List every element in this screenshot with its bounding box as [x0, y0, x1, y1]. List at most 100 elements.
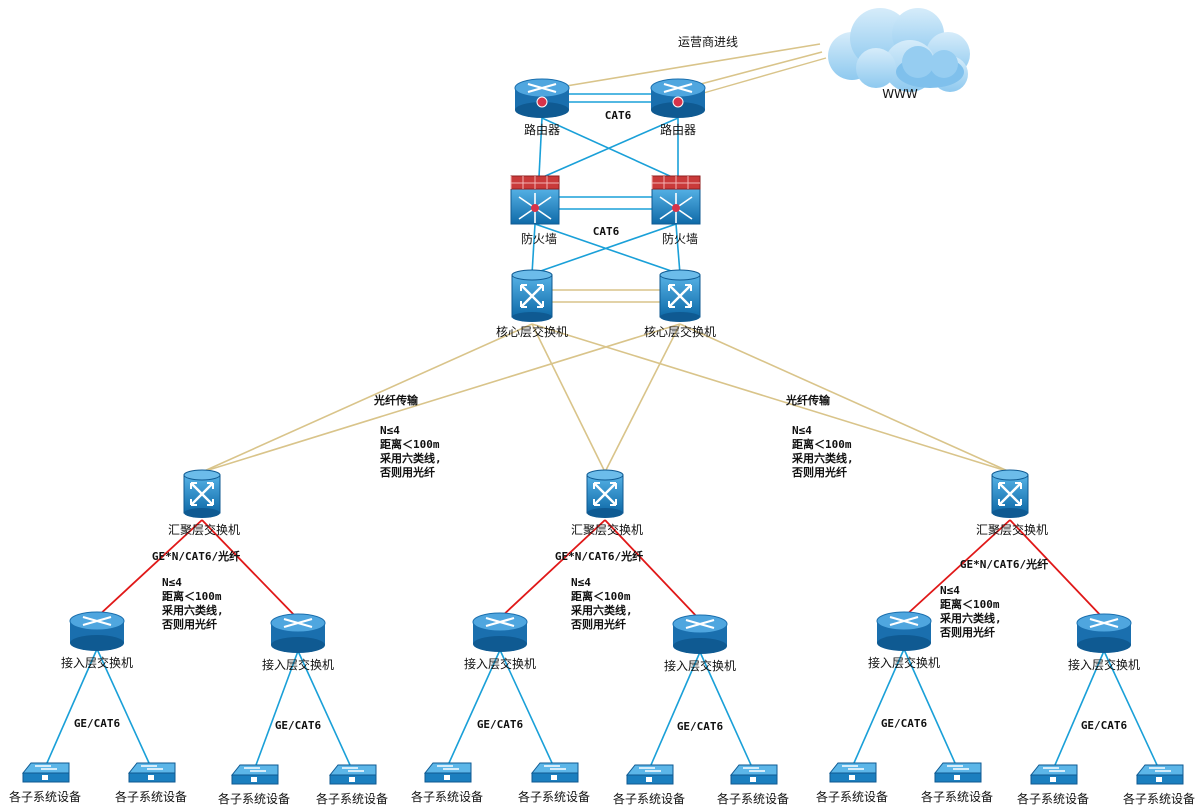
firewall-icon-2: [651, 175, 701, 225]
aggregation-note-3-2: 距离＜100m: [940, 597, 1000, 611]
fiber-note-line-2-1: N≤4: [792, 424, 812, 437]
firewall-label-1: 防火墙: [521, 231, 557, 246]
device-label-12: 各子系统设备: [1123, 791, 1195, 806]
access-switch-icon-5: [876, 611, 932, 651]
core-label-2: 核心层交换机: [644, 324, 716, 339]
aggregation-note-3-1: N≤4: [940, 584, 960, 597]
access-label-1: 接入层交换机: [61, 655, 133, 670]
subsystem-device-icon-3: [230, 764, 279, 785]
access5-device2: [903, 648, 956, 764]
subsystem-device-icon-8: [729, 764, 778, 785]
isp-label: 运营商进线: [678, 34, 738, 49]
subsystem-device-icon-4: [328, 764, 377, 785]
access-label-6: 接入层交换机: [1068, 657, 1140, 672]
access-label-5: 接入层交换机: [868, 655, 940, 670]
aggregation-note-2-1: N≤4: [571, 576, 591, 589]
agg2-access2: [604, 519, 701, 621]
access-link-label-5: GE/CAT6: [881, 717, 928, 730]
fiber-note-line-2-4: 否则用光纤: [791, 465, 847, 479]
core-switch-icon-1: [511, 269, 553, 322]
core2-agg3: [679, 323, 1011, 473]
aggregation-uplink-label-3: GE*N/CAT6/光纤: [960, 557, 1048, 571]
cloud-label: WWW: [882, 87, 918, 101]
core-switch-icon-2: [659, 269, 701, 322]
access2-device2: [297, 650, 351, 766]
aggregation-note-2-3: 采用六类线,: [570, 603, 633, 617]
access6-device2: [1103, 650, 1158, 766]
aggregation-label-2: 汇聚层交换机: [571, 522, 643, 537]
access1-device1: [46, 648, 98, 764]
access1-device2: [96, 648, 150, 764]
access-link-label-4: GE/CAT6: [677, 720, 724, 733]
agg3-access1: [903, 519, 1011, 618]
access5-device1: [853, 648, 905, 764]
device-label-3: 各子系统设备: [218, 791, 290, 806]
device-label-1: 各子系统设备: [9, 789, 81, 804]
router-label-1: 路由器: [524, 122, 560, 137]
fiber-note-line-1-4: 否则用光纤: [379, 465, 435, 479]
access-switch-icon-6: [1076, 613, 1132, 653]
core2-agg2: [604, 323, 681, 473]
aggregation-label-1: 汇聚层交换机: [168, 522, 240, 537]
access-label-2: 接入层交换机: [262, 657, 334, 672]
agg3-access2: [1009, 519, 1105, 620]
access4-device1: [650, 651, 701, 766]
fw1-core2: [534, 223, 681, 275]
access3-device1: [448, 649, 501, 764]
subsystem-device-icon-9: [828, 762, 877, 783]
router-icon-2: [650, 78, 706, 118]
access-switch-icon-2: [270, 613, 326, 653]
access-link-label-6: GE/CAT6: [1081, 719, 1128, 732]
core-label-1: 核心层交换机: [496, 324, 568, 339]
access4-device2: [699, 651, 752, 766]
firewall-label-2: 防火墙: [662, 231, 698, 246]
subsystem-device-icon-11: [1029, 764, 1078, 785]
fiber-note-title-1: 光纤传输: [373, 393, 419, 407]
diagram-labels: 运营商进线WWW路由器路由器CAT6防火墙防火墙CAT6核心层交换机核心层交换机…: [9, 34, 1195, 806]
agg1-access1: [96, 519, 203, 618]
isp-line-3: [699, 57, 827, 95]
access6-device1: [1054, 650, 1105, 766]
router1-fw2: [541, 117, 673, 178]
router-icon-1: [514, 78, 570, 118]
subsystem-device-icon-5: [423, 762, 472, 783]
fiber-note-line-2-3: 采用六类线,: [791, 451, 854, 465]
access-link-label-3: GE/CAT6: [477, 718, 524, 731]
access-switch-icon-1: [69, 611, 125, 651]
subsystem-device-icon-12: [1135, 764, 1184, 785]
device-label-9: 各子系统设备: [816, 789, 888, 804]
router-label-2: 路由器: [660, 122, 696, 137]
subsystem-device-icon-2: [127, 762, 176, 783]
aggregation-uplink-label-2: GE*N/CAT6/光纤: [555, 549, 643, 563]
fiber-note-line-1-2: 距离＜100m: [380, 437, 440, 451]
device-label-6: 各子系统设备: [518, 789, 590, 804]
aggregation-note-1-1: N≤4: [162, 576, 182, 589]
isp-line-1: [541, 43, 821, 91]
access-link-label-2: GE/CAT6: [275, 719, 322, 732]
aggregation-note-1-3: 采用六类线,: [161, 603, 224, 617]
access-switch-icon-3: [472, 612, 528, 652]
network-nodes: [21, 8, 1184, 785]
device-label-10: 各子系统设备: [921, 789, 993, 804]
core1-agg2: [531, 323, 606, 473]
core1-agg3: [531, 323, 1011, 473]
aggregation-label-3: 汇聚层交换机: [976, 522, 1048, 537]
access-label-3: 接入层交换机: [464, 656, 536, 671]
fiber-note-line-2-2: 距离＜100m: [792, 437, 852, 451]
router2-fw1: [542, 117, 679, 178]
core1-agg1: [201, 323, 533, 473]
aggregation-switch-icon-3: [991, 469, 1029, 518]
fw2-core2: [675, 223, 681, 275]
agg2-access1: [499, 519, 606, 619]
subsystem-device-icon-6: [530, 762, 579, 783]
access-link-label-1: GE/CAT6: [74, 717, 121, 730]
device-label-5: 各子系统设备: [411, 789, 483, 804]
aggregation-note-2-4: 否则用光纤: [570, 617, 626, 631]
aggregation-note-2-2: 距离＜100m: [571, 589, 631, 603]
router1-fw1: [538, 117, 543, 178]
agg1-access2: [201, 519, 299, 620]
connection-lines: [46, 43, 1158, 766]
fw2-core1: [531, 223, 677, 275]
fiber-note-title-2: 光纤传输: [785, 393, 831, 407]
